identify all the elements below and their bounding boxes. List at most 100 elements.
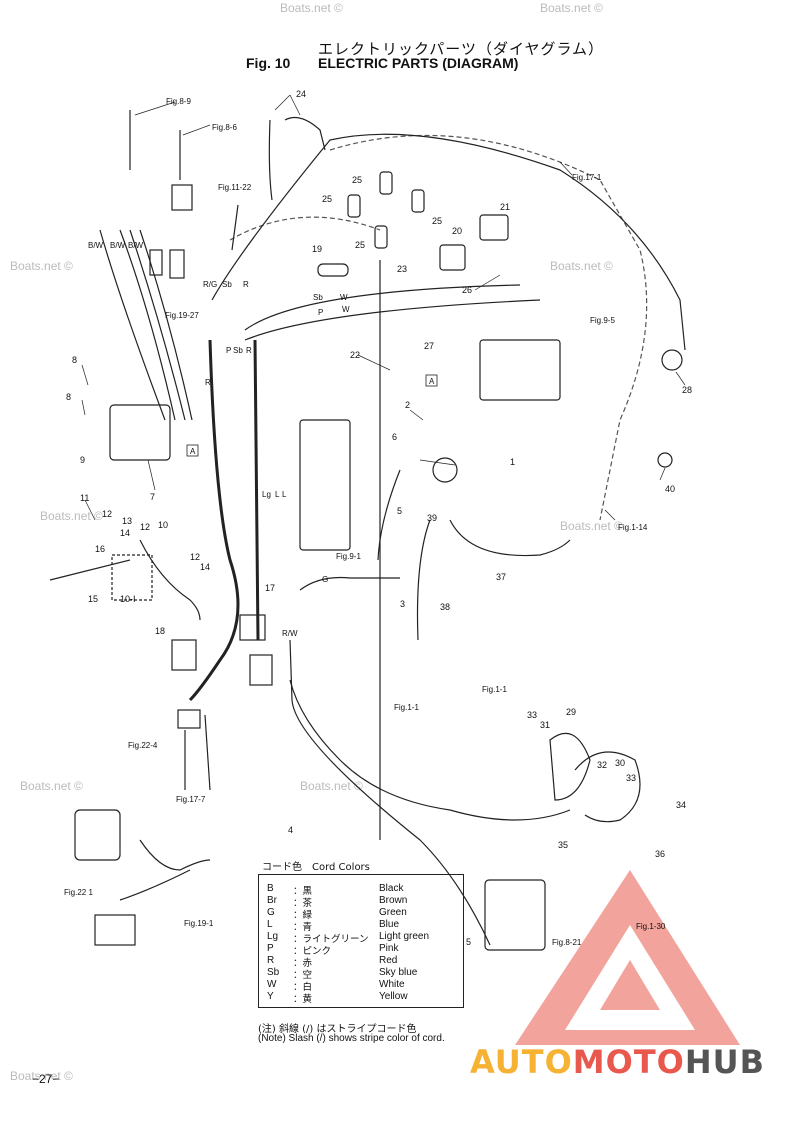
page-number: −27−	[32, 1072, 60, 1086]
svg-text:P: P	[318, 308, 323, 317]
svg-text:29: 29	[566, 707, 576, 717]
main-harness	[188, 339, 240, 702]
svg-text:G: G	[322, 575, 328, 584]
svg-text:Fig.22 1: Fig.22 1	[64, 888, 93, 897]
svg-text:18: 18	[155, 626, 165, 636]
watermark-group: Boats.net © Boats.net © Boats.net © Boat…	[10, 1, 623, 1083]
svg-text:32: 32	[597, 760, 607, 770]
svg-text:12: 12	[140, 522, 150, 532]
svg-text:7: 7	[150, 492, 155, 502]
svg-text:10: 10	[158, 520, 168, 530]
svg-text:Boats.net ©: Boats.net ©	[10, 1069, 73, 1083]
svg-text:W: W	[342, 305, 350, 314]
reference-box-a: A A	[186, 374, 438, 457]
note-english: (Note) Slash (/) shows stripe color of c…	[258, 1033, 445, 1044]
starter-relay-29	[549, 732, 591, 801]
svg-text:28: 28	[682, 385, 692, 395]
svg-text:Boats.net ©: Boats.net ©	[10, 259, 73, 273]
svg-text:Fig.17-7: Fig.17-7	[176, 795, 206, 804]
svg-text:3: 3	[400, 599, 405, 609]
svg-text:25: 25	[352, 175, 362, 185]
svg-text:Boats.net ©: Boats.net ©	[20, 779, 83, 793]
svg-text:R/W: R/W	[282, 629, 298, 638]
figure-number: Fig. 10	[246, 55, 291, 71]
wire-color-labels: B/W B/W B/W R/G Sb R P Sb R Sb P W W R L…	[88, 241, 350, 638]
svg-text:25: 25	[322, 194, 332, 204]
cable-37	[449, 519, 571, 557]
svg-text:39: 39	[427, 513, 437, 523]
svg-text:2: 2	[405, 400, 410, 410]
svg-text:35: 35	[558, 840, 568, 850]
title-japanese: エレクトリックパーツ（ダイヤグラム）	[318, 40, 605, 58]
svg-text:P: P	[226, 346, 231, 355]
svg-text:5: 5	[397, 506, 402, 516]
cable-4	[289, 679, 571, 821]
svg-text:Fig.8-21: Fig.8-21	[552, 938, 582, 947]
svg-text:13: 13	[122, 516, 132, 526]
svg-text:34: 34	[676, 800, 686, 810]
svg-text:Fig.8-6: Fig.8-6	[212, 123, 237, 132]
svg-text:Fig.8-9: Fig.8-9	[166, 97, 191, 106]
svg-text:Sb: Sb	[233, 346, 243, 355]
svg-text:17: 17	[265, 583, 275, 593]
svg-text:Lg: Lg	[262, 490, 271, 499]
svg-text:Fig.1-1: Fig.1-1	[394, 703, 419, 712]
svg-text:8: 8	[66, 392, 71, 402]
svg-text:19: 19	[312, 244, 322, 254]
svg-text:16: 16	[95, 544, 105, 554]
svg-text:12: 12	[102, 509, 112, 519]
svg-text:14: 14	[200, 562, 210, 572]
svg-text:Boats.net ©: Boats.net ©	[560, 519, 623, 533]
svg-text:R/G: R/G	[203, 280, 217, 289]
svg-text:Fig.9-1: Fig.9-1	[336, 552, 361, 561]
svg-text:Boats.net ©: Boats.net ©	[540, 1, 603, 15]
svg-text:Fig.17-1: Fig.17-1	[572, 173, 602, 182]
svg-text:37: 37	[496, 572, 506, 582]
svg-text:Boats.net ©: Boats.net ©	[550, 259, 613, 273]
svg-text:21: 21	[500, 202, 510, 212]
logo-part-hub: HUB	[684, 1043, 766, 1081]
svg-text:4: 4	[288, 825, 293, 835]
svg-text:Boats.net ©: Boats.net ©	[300, 779, 363, 793]
svg-text:R: R	[205, 378, 211, 387]
svg-text:36: 36	[655, 849, 665, 859]
svg-text:10-I: 10-I	[120, 594, 136, 604]
harness-branch	[253, 339, 260, 641]
svg-text:12: 12	[190, 552, 200, 562]
svg-text:33: 33	[626, 773, 636, 783]
sensor-40	[657, 452, 673, 468]
svg-text:Boats.net ©: Boats.net ©	[280, 1, 343, 15]
svg-text:9: 9	[80, 455, 85, 465]
logo-triangle-icon	[515, 870, 740, 1045]
svg-text:Fig.9-5: Fig.9-5	[590, 316, 615, 325]
svg-text:A: A	[429, 377, 435, 386]
svg-text:B/W: B/W	[128, 241, 144, 250]
svg-text:Fig.19-27: Fig.19-27	[165, 311, 199, 320]
svg-text:Fig.19-1: Fig.19-1	[184, 919, 214, 928]
note-japanese: (注) 斜線 (/) はストライプコード色	[258, 1024, 417, 1035]
cable-38	[416, 519, 431, 641]
cord-colors-heading: コード色 Cord Colors	[262, 862, 370, 873]
logo-part-auto: AUTO	[470, 1043, 573, 1081]
fuse-box-10-1	[111, 554, 153, 601]
svg-text:25: 25	[355, 240, 365, 250]
svg-text:Fig.1-30: Fig.1-30	[636, 922, 666, 931]
svg-text:30: 30	[615, 758, 625, 768]
svg-text:8: 8	[72, 355, 77, 365]
starter-motor	[484, 879, 546, 951]
svg-text:26: 26	[462, 285, 472, 295]
svg-text:L: L	[275, 490, 280, 499]
title-english: ELECTRIC PARTS (DIAGRAM)	[318, 55, 519, 71]
svg-text:31: 31	[540, 720, 550, 730]
battery	[94, 914, 136, 946]
svg-text:6: 6	[392, 432, 397, 442]
